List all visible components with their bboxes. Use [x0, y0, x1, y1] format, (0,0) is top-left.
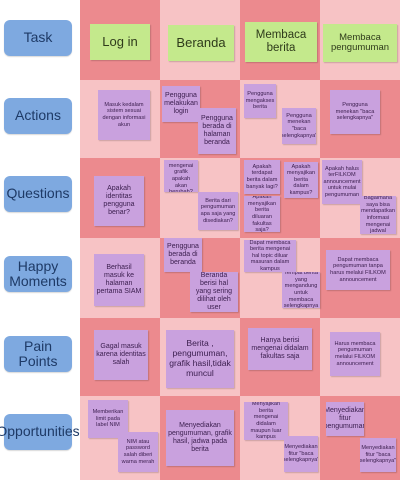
task-note-log-in: Log in — [90, 24, 150, 60]
sticky-note: Apakah menyajikan berita dalam kampus? — [284, 162, 318, 198]
row-label-task: Task — [4, 20, 72, 56]
sticky-note: Harus membaca pengumuman melalui FILKOM … — [330, 332, 380, 376]
sticky-note: Menyajikan berita mengenai didalam maupu… — [244, 402, 288, 440]
sticky-note: Beranda berisi hal yang sering dilihat o… — [190, 272, 238, 312]
sticky-note: Berhasil masuk ke halaman pertama SIAM — [94, 254, 144, 306]
sticky-note: Pengguna menekan "baca selengkapnya" — [330, 90, 380, 134]
sticky-note: Masuk kedalam sistem sesuai dengan infor… — [98, 90, 150, 140]
sticky-note: Pengguna mengakses berita — [244, 84, 276, 118]
task-note-beranda: Beranda — [168, 25, 234, 61]
task-note-membaca-berita: Membaca berita — [245, 22, 317, 62]
sticky-note: Informasi mengenai grafik apakah akan be… — [164, 160, 198, 192]
sticky-note: Berita , pengumuman, grafik hasil,tidak … — [166, 330, 234, 388]
sticky-note: Pengguna berada di beranda — [164, 238, 202, 272]
sticky-note: Apakah menyajikan berita diluaran fakult… — [244, 196, 280, 232]
sticky-note: Berita dari pengumuman apa saja yang dis… — [198, 192, 238, 230]
sticky-note: Menyediakan fitur "baca selengkapnya" — [360, 438, 396, 472]
sticky-note: NIM atau password salah diberi warna mer… — [118, 432, 158, 472]
sticky-note: Bagaimana saya bisa mendapatkan informas… — [360, 196, 396, 234]
task-note-membaca-pengumuman: Membaca pengumuman — [323, 24, 397, 62]
row-label-happy-moments: Happy Moments — [4, 256, 72, 292]
sticky-note: Apakah halus terFILKOM announcement untu… — [322, 160, 362, 204]
sticky-note: Apakah identitas pengguna benar? — [94, 176, 144, 226]
sticky-note: Dapat membaca berita mengenai hal topic … — [244, 240, 296, 272]
row-label-questions: Questions — [4, 176, 72, 212]
sticky-note: Pengguna melakukan login — [162, 86, 200, 122]
sticky-note: Tempat berita yang mengandung untuk memb… — [282, 272, 320, 308]
sticky-note: Pengguna menekan "baca selengkapnya" — [282, 108, 316, 144]
sticky-note: Menyediakan pengumuman, grafik hasil, ja… — [166, 410, 234, 466]
row-label-pain-points: Pain Points — [4, 336, 72, 372]
sticky-note: Apakah terdapat berita dalam banyak lagi… — [244, 160, 280, 194]
sticky-note: Menyediakan fitur pengumuman — [326, 402, 364, 436]
sticky-note: Memberikan limit pada label NIM — [88, 400, 128, 438]
sticky-note: Menyediakan fitur "baca selengkapnya" — [284, 436, 318, 472]
row-label-opportunities: Opportunities — [0, 414, 80, 450]
sticky-note: Dapat membaca pengumuman tanpa harus mel… — [326, 250, 390, 290]
sticky-note: Gagal masuk karena identitas salah — [94, 330, 148, 380]
sticky-note: Hanya berisi mengenai didalam fakultas s… — [248, 328, 312, 370]
row-label-actions: Actions — [4, 98, 72, 134]
sticky-note: Pengguna berada di halaman beranda — [198, 108, 236, 154]
